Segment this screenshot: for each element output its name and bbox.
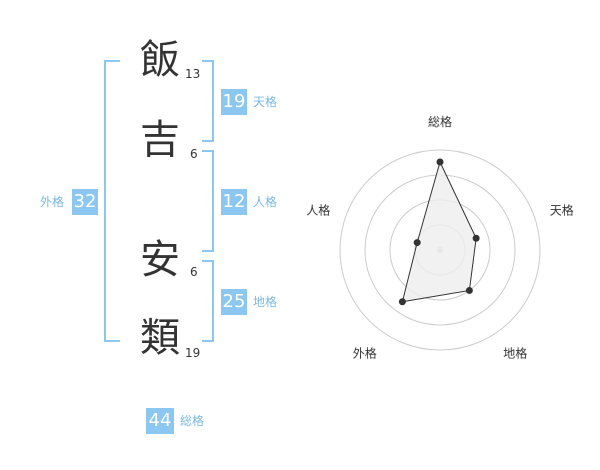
name-char-2: 吉 [140,117,180,163]
radar-axis-label-0: 総格 [428,114,452,129]
tenkaku-label: 天格 [253,95,278,109]
radar-point-1 [472,234,480,242]
radar-axis-label-1: 天格 [550,202,574,217]
radar-axis-label-3: 外格 [353,346,377,360]
gaikaku-bracket [104,60,120,342]
chikaku-label: 地格 [253,295,278,309]
soukaku-label: 総格 [180,414,205,428]
tenkaku-bracket [202,60,214,142]
name-char-1: 飯 [140,37,180,83]
name-char-4-strokes: 19 [185,346,201,360]
jinkaku-label: 人格 [253,195,278,209]
tenkaku-value: 19 [221,89,247,115]
radar-axis-label-2: 地格 [503,346,527,360]
radar-point-0 [436,158,444,166]
gaikaku-value: 32 [72,189,98,215]
chikaku-value: 25 [221,289,247,315]
name-char-2-strokes: 6 [190,147,198,161]
name-char-3: 安 [140,237,180,283]
name-char-3-strokes: 6 [190,265,198,279]
jinkaku-value: 12 [221,189,247,215]
radar-point-4 [413,239,421,247]
radar-point-3 [398,298,406,306]
radar-ring-4 [339,149,541,351]
jinkaku-bracket [202,150,214,252]
radar-axis-label-4: 人格 [306,202,330,217]
radar-point-2 [465,286,473,294]
radar-polygon [401,160,477,303]
soukaku-value: 44 [146,408,174,434]
chikaku-bracket [202,260,214,342]
name-char-1-strokes: 13 [185,67,201,81]
gaikaku-label: 外格 [40,195,65,209]
name-char-4: 類 [140,315,180,361]
